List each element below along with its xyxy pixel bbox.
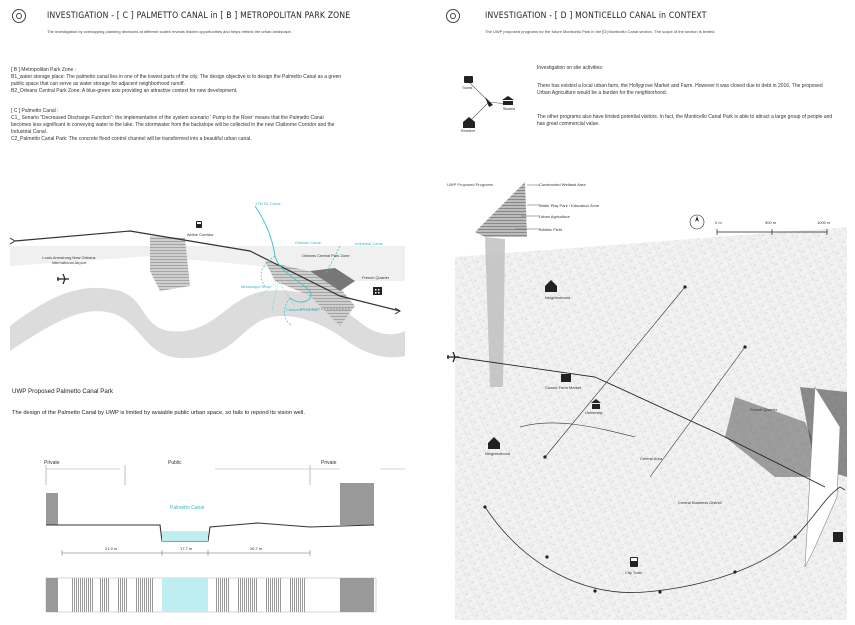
label-airport: Louis Armstrong New Orleans Internationa… — [42, 255, 96, 265]
label-17th-canal: 17th St. Canal — [255, 201, 281, 206]
scale-label: 1000 m — [817, 220, 831, 225]
logo-icon — [12, 9, 26, 23]
onsite-paragraph-1: There has existed a local urban farm, th… — [537, 83, 823, 96]
label-industrial-canal: Industrial Canal — [355, 241, 383, 246]
b-line: public space that can serve as water sto… — [11, 81, 185, 87]
label-palmetto-canal: Palmetto Canal — [170, 505, 205, 511]
scale-label: 0 m — [715, 220, 722, 225]
tourist-icon — [464, 76, 473, 83]
left-subtitle: The investigation by overlapping plannin… — [47, 29, 292, 34]
program-item: Constructed Wetland Area — [539, 182, 586, 187]
city-fabric — [455, 227, 847, 620]
label-french-quarter: French Quarter — [362, 275, 390, 280]
label-cbd: Central Business District — [678, 500, 722, 505]
dim-label: 26.7 m — [250, 546, 263, 551]
label-claiborne: Claiborne Corridor — [286, 307, 319, 312]
train-icon — [630, 557, 638, 567]
right-map-svg — [447, 177, 847, 620]
c-line: becomes less significant in conveying wa… — [11, 122, 335, 128]
label-tourist: Tourist — [462, 86, 473, 90]
label-private-left: Private — [44, 460, 60, 466]
onsite-heading: Investigation on site activities: — [537, 65, 604, 71]
section-b-text: [ B ] Metropolitan Park Zone : B1_water … — [11, 67, 401, 95]
monticello-canal-strip — [485, 237, 505, 387]
scale-bar — [716, 229, 828, 235]
section-text: The design of the Palmetto Canal by UWP … — [12, 410, 305, 416]
city-train-route — [484, 486, 841, 593]
dim-label: 17.7 m — [180, 546, 193, 551]
section-c-text: [ C ] Palmetto Canal : C1_ Senario "Decr… — [11, 108, 401, 143]
building-left — [46, 493, 58, 525]
c-line: C2_Palmetto Canal Park: The concrete flo… — [11, 136, 252, 142]
c-heading: [ C ] Palmetto Canal : — [11, 108, 59, 114]
label-public: Public — [168, 460, 182, 466]
building-icon — [373, 287, 382, 295]
c-line: C1_ Senario "Decreased Discharge Functio… — [11, 115, 324, 121]
building-right — [340, 483, 374, 525]
house-icon — [488, 437, 500, 449]
label-city-train: City Train — [625, 570, 642, 575]
label-neighborhood-1: Neighborhood — [545, 295, 571, 300]
label-airline-corridor: Airline Corridor — [187, 232, 214, 237]
left-map: Airline Corridor 17th St. Canal Orleans … — [9, 186, 405, 371]
river — [804, 386, 841, 568]
label-private-right: Private — [321, 460, 337, 466]
b-heading: [ B ] Metropolitan Park Zone : — [11, 67, 77, 73]
section-heading: UWP Proposed Palmetto Canal Park — [12, 388, 113, 395]
label-resident: Resident — [461, 129, 475, 133]
cross-section: Private Public Private Palmetto Canal 21… — [10, 455, 405, 620]
university-icon — [591, 399, 601, 409]
onsite-paragraph-2: The other programs also have limited pot… — [537, 114, 833, 127]
right-title: INVESTIGATION - [ D ] MONTICELLO CANAL i… — [485, 11, 707, 21]
label-central-area: Central Area — [640, 456, 663, 461]
program-item: Athletic Field — [539, 227, 562, 232]
label-ocp-zone: Orleans Central Park Zone — [302, 253, 350, 258]
label-university: University — [585, 410, 603, 415]
compass-icon — [689, 214, 705, 230]
left-map-svg — [9, 186, 405, 371]
label-closed-farm: Closed Farm Market — [545, 385, 582, 390]
farm-icon — [561, 374, 571, 382]
river-shape — [10, 287, 405, 359]
airplane-icon — [57, 273, 69, 285]
program-item: Urban Agriculture — [539, 214, 570, 219]
dense-area — [725, 397, 830, 477]
stakeholder-diagram: Tourist Student Resident — [455, 70, 525, 135]
house-icon — [545, 280, 557, 292]
label-neighborhood-2: Neighborhood — [485, 451, 511, 456]
building-icon — [833, 532, 843, 542]
zone-shape — [265, 261, 355, 326]
b-line: B2_Orleans Central Park Zone: A blue-gre… — [11, 88, 238, 94]
label-french-quarter: French Quarter — [750, 407, 778, 412]
scale-label: 500 m — [765, 220, 777, 225]
right-subtitle: The UWP proposed programs for the future… — [485, 29, 716, 34]
student-icon — [502, 96, 514, 105]
b-line: B1_water storage place: The palmetto can… — [11, 74, 342, 80]
airplane-icon — [447, 351, 459, 363]
right-map: UWP Proposed Programs Constructed Wetlan… — [445, 177, 847, 620]
programs-heading: UWP Proposed Programs — [447, 182, 493, 187]
airline-route — [454, 356, 826, 488]
zone-shape — [150, 236, 190, 291]
resident-icon — [463, 117, 475, 128]
train-icon — [196, 221, 202, 228]
label-student: Student — [503, 107, 516, 111]
logo-icon-right — [446, 9, 460, 23]
canal-water — [162, 531, 208, 541]
left-title: INVESTIGATION - [ C ] PALMETTO CANAL in … — [47, 11, 351, 21]
program-item: Water Play Park / Education Zone — [539, 203, 600, 208]
c-line: Industrial Canal. — [11, 129, 48, 135]
ocp-zone-shape — [310, 268, 355, 291]
label-orleans-canal: Orleans Canal — [295, 240, 321, 245]
program-area — [475, 182, 527, 237]
ground-line — [46, 522, 375, 542]
label-mississippi: Mississippi River — [241, 284, 271, 289]
dim-label: 21.9 m — [105, 546, 118, 551]
cross-section-svg — [45, 465, 405, 613]
palmetto-canal-line — [254, 205, 312, 303]
airline-corridor-line — [14, 230, 401, 312]
